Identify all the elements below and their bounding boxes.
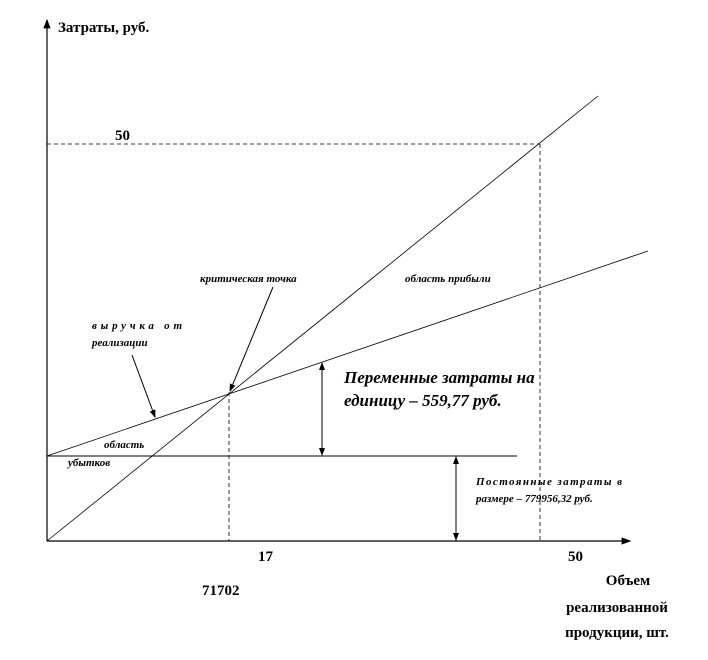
x-axis-title-2: реализованной — [566, 600, 668, 616]
x-critical-label: 17 — [258, 549, 274, 565]
critical-value: 71702 — [202, 583, 240, 599]
total-cost-line — [46, 250, 649, 457]
revenue-pointer — [131, 354, 156, 418]
revenue-line — [46, 95, 599, 542]
loss-area-label-1: область — [104, 439, 144, 451]
fixed-costs-label-1: Постоянные затраты в — [475, 476, 622, 488]
loss-area-label-2: убытков — [66, 457, 110, 469]
fixed-costs-label-2: размере – 779956,32 руб. — [475, 493, 593, 505]
y-value-label: 50 — [115, 128, 130, 144]
revenue-label-2: реализации — [91, 337, 148, 349]
x-axis-title-3: продукции, шт. — [565, 625, 669, 641]
variable-costs-label-1: Переменные затраты на — [343, 368, 535, 387]
x-axis-title-1: Объем — [606, 573, 650, 589]
revenue-label-1: выручка от — [92, 320, 182, 332]
critical-point-pointer — [229, 286, 274, 392]
x-max-label: 50 — [568, 549, 583, 565]
y-axis-title: Затраты, руб. — [58, 20, 150, 36]
profit-area-label: область прибыли — [405, 273, 491, 285]
variable-costs-label-2: единицу – 559,77 руб. — [344, 391, 502, 410]
critical-point-label: критическая точка — [200, 273, 297, 285]
